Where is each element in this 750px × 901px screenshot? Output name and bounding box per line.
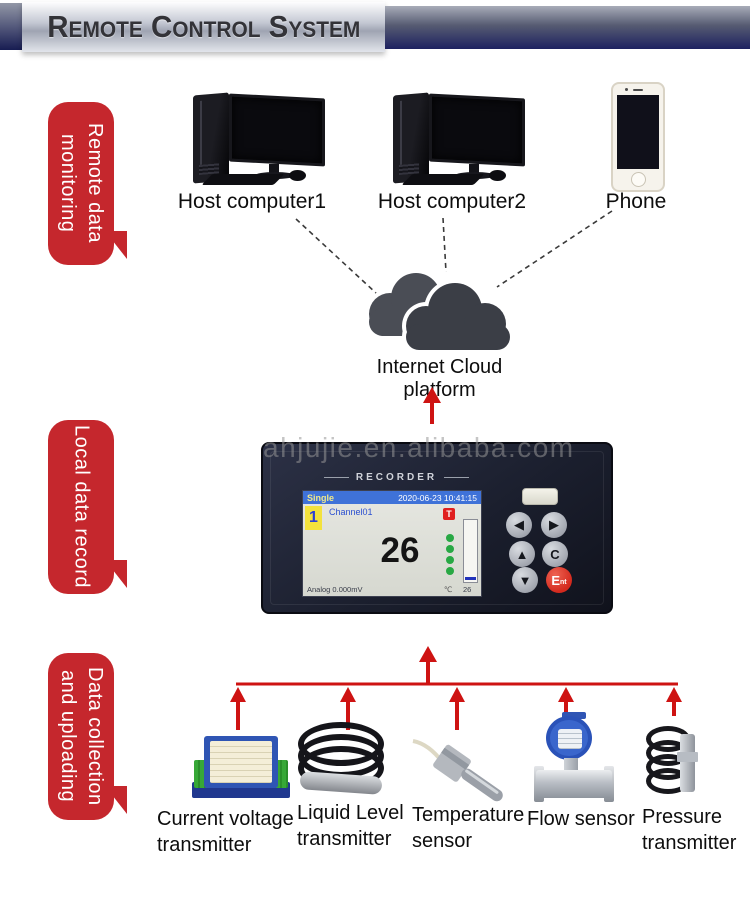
datetime: 2020-06-23 10:41:15 xyxy=(398,492,477,503)
host-computer-1-image xyxy=(185,84,335,196)
temperature-sensor-image xyxy=(412,739,503,802)
analog-status: Analog 0.000mV xyxy=(307,585,363,594)
stage-bubble-label: Data collection and uploading xyxy=(57,667,106,806)
sensor-label-flow: Flow sensor xyxy=(527,808,635,830)
sensor-probe xyxy=(461,768,503,802)
host-computer-2-label: Host computer2 xyxy=(377,190,527,213)
flow-tube xyxy=(536,770,612,798)
usb-port-cover xyxy=(522,488,558,505)
channel-number-badge: 1 xyxy=(305,506,322,530)
current-voltage-transmitter-image xyxy=(192,736,290,800)
phone-label: Phone xyxy=(605,190,667,213)
pc-monitor xyxy=(429,93,525,167)
bar-meter xyxy=(463,519,478,583)
key-clear[interactable]: C xyxy=(542,541,568,567)
status-dots xyxy=(446,534,454,578)
alarm-flag-badge: T xyxy=(443,508,455,520)
sensor-wire xyxy=(412,739,445,765)
stage-bubble-label: Remote data monitoring xyxy=(57,123,106,244)
header-right-bar xyxy=(385,6,750,49)
spec-label xyxy=(210,741,272,783)
key-left-icon[interactable]: ◀ xyxy=(506,512,532,538)
host-computer-2-image xyxy=(385,84,535,196)
stage-bubble-data-collection: Data collection and uploading xyxy=(48,653,127,820)
paperless-recorder: RECORDER Single 2020-06-23 10:41:15 1 Ch… xyxy=(261,442,613,614)
pc-monitor xyxy=(229,93,325,167)
phone-screen xyxy=(617,95,659,169)
header-left-accent xyxy=(0,3,22,50)
cloud-icon xyxy=(369,273,514,354)
channel-name: Channel01 xyxy=(329,507,373,517)
flow-meter-display xyxy=(558,729,582,749)
recorder-brand: RECORDER xyxy=(324,472,470,483)
pc-keyboard xyxy=(201,174,285,185)
measured-value: 26 xyxy=(380,531,420,570)
flow-sensor-image xyxy=(534,712,614,804)
header-title-bar: Remote Control System xyxy=(22,2,385,52)
stage-bubble-remote-data-monitoring: Remote data monitoring xyxy=(48,102,127,265)
cloud-label: Internet Cloud platform xyxy=(376,356,503,401)
pc-tower xyxy=(193,92,229,184)
stage-bubble-label: Local data record xyxy=(70,425,93,589)
pc-keyboard xyxy=(401,174,485,185)
pc-mouse xyxy=(489,170,506,181)
phone-image xyxy=(611,82,665,192)
liquid-level-transmitter-image xyxy=(298,722,384,800)
pc-tower xyxy=(393,92,429,184)
pc-mouse xyxy=(289,170,306,181)
pressure-probe xyxy=(680,734,695,792)
sensor-hex-nut xyxy=(433,744,471,782)
stage-bubble-local-data-record: Local data record xyxy=(48,420,127,594)
host-computer-1-label: Host computer1 xyxy=(177,190,327,213)
key-down-icon[interactable]: ▼ xyxy=(512,567,538,593)
key-right-icon[interactable]: ▶ xyxy=(541,512,567,538)
flow-meter-head xyxy=(546,716,592,760)
display-mode: Single xyxy=(307,492,335,503)
phone-camera xyxy=(625,88,628,91)
phone-home-button xyxy=(631,172,646,187)
phone-speaker xyxy=(633,89,643,91)
page-title: Remote Control System xyxy=(46,9,361,44)
pressure-transmitter-image xyxy=(646,718,704,802)
unit-label: ℃ xyxy=(444,585,453,594)
key-up-icon[interactable]: ▲ xyxy=(509,541,535,567)
bar-meter-value: 26 xyxy=(463,585,472,594)
screen-status-bar: Single 2020-06-23 10:41:15 xyxy=(303,491,481,504)
watermark: ahjujie.en.alibaba.com xyxy=(263,432,575,463)
recorder-screen: Single 2020-06-23 10:41:15 1 Channel01 T… xyxy=(302,490,482,597)
